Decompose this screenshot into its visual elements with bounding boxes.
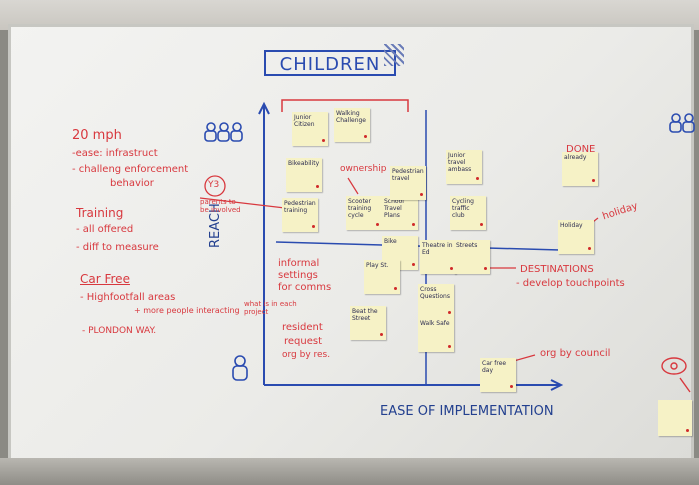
annotation-what-is: what is in each project — [244, 300, 297, 316]
annotation-y3: Y3 — [208, 180, 220, 190]
title-shading — [384, 44, 404, 66]
sticky-note: Streets — [454, 240, 490, 274]
sticky-note: Play St. — [364, 260, 400, 294]
sticky-note: Pedestrian training — [282, 198, 318, 232]
annotation-done: DONE — [566, 144, 596, 155]
annotation-ownership: ownership — [340, 164, 387, 174]
sticky-note: Cycling traffic club — [450, 196, 486, 230]
annotation-org-by-council: org by council — [540, 348, 611, 359]
note-speed-line: - challeng enforcement — [72, 164, 189, 175]
annotation-resident: resident — [282, 322, 323, 333]
whiteboard-tray — [0, 458, 699, 485]
annotation-informal: settings — [278, 270, 318, 281]
note-carfree-line: - Highfootfall areas — [80, 292, 176, 303]
annotation-informal: for comms — [278, 282, 332, 293]
note-training-line: - all offered — [76, 224, 134, 235]
sticky-note-done: already — [562, 152, 598, 186]
note-carfree-title: Car Free — [80, 272, 130, 286]
note-speed-line: behavior — [110, 178, 154, 189]
annotation-resident: request — [284, 336, 323, 347]
annotation-resident: org by res. — [282, 350, 331, 360]
sticky-note: Theatre in Ed — [420, 240, 456, 274]
sticky-note-edge — [658, 400, 692, 436]
sticky-note: Scooter training cycle — [346, 196, 382, 230]
note-speed-line: -ease: infrastruct — [72, 148, 158, 159]
sticky-note: Car free day — [480, 358, 516, 392]
annotation-destinations: DESTINATIONS — [520, 264, 594, 275]
annotation-destinations: - develop touchpoints — [516, 278, 625, 289]
sticky-note: Junior Citizen — [292, 112, 328, 146]
annotation-parents: parents to be involved — [200, 198, 241, 214]
note-speed-title: 20 mph — [72, 128, 122, 143]
note-carfree-line: + more people interacting — [134, 306, 240, 315]
sticky-note: Junior travel ambass — [446, 150, 482, 184]
sticky-note: Beat the Street — [350, 306, 386, 340]
note-training-line: - diff to measure — [76, 242, 159, 253]
x-axis-label: EASE OF IMPLEMENTATION — [380, 404, 554, 419]
sticky-note: Bikeability — [286, 158, 322, 192]
note-carfree-line: - PLONDON WAY. — [82, 326, 157, 336]
sticky-note: Pedestrian travel — [390, 166, 426, 200]
sticky-note: Walking Challenge — [334, 108, 370, 142]
sticky-note: School Travel Plans — [382, 196, 418, 230]
sticky-note: Walk Safe — [418, 318, 454, 352]
sticky-note: Cross Questions — [418, 284, 454, 318]
sticky-note: Holiday — [558, 220, 594, 254]
board-title: CHILDREN — [264, 50, 396, 76]
annotation-informal: informal — [278, 258, 320, 269]
note-training-title: Training — [76, 206, 124, 220]
